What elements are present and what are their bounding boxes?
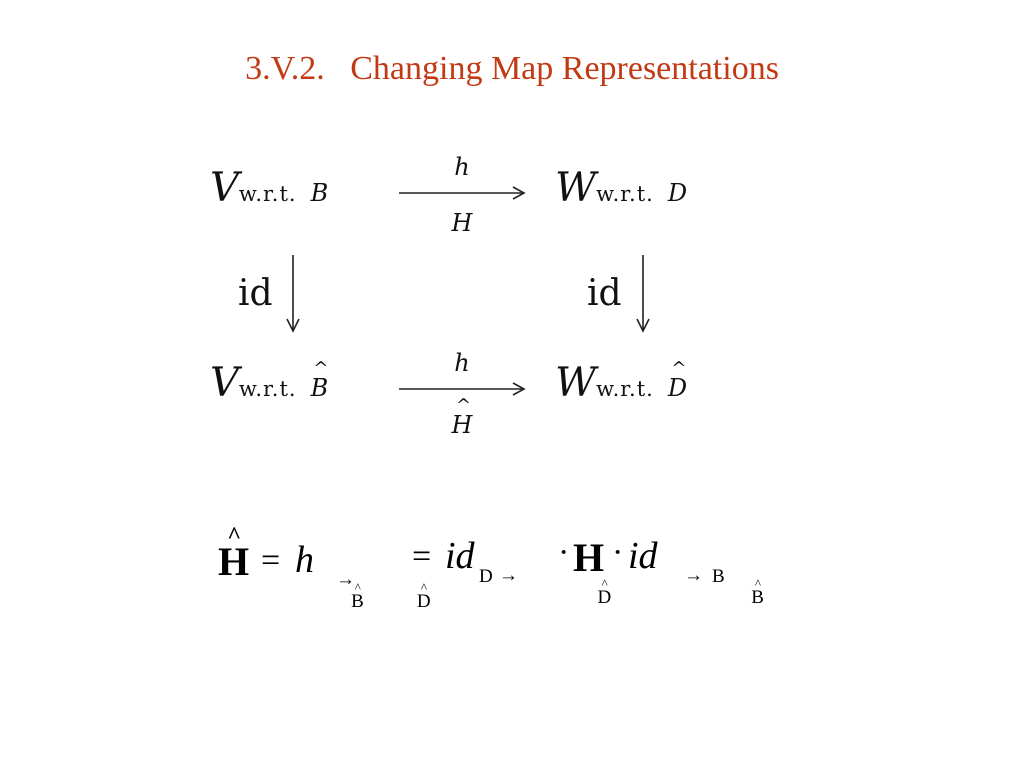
space-v: V [210,165,239,211]
formula-h-hat-matrix: H [218,538,249,585]
top-arrow-map-label: h [454,153,470,181]
right-id-label: id [587,273,622,314]
basis-d-hat: D [668,374,687,402]
basis-b-hat: B [311,374,329,402]
formula-sub-b: B [712,566,725,587]
node-v-wrt-b: Vw.r.t. B [210,165,328,211]
formula-dot-2: · [612,534,624,571]
formula-id-1: id [445,535,475,577]
left-down-arrow [286,255,300,333]
basis-d: D [667,179,688,207]
wrt-label: w.r.t. [596,377,654,401]
top-arrow-matrix-label: H [451,209,473,237]
right-down-arrow [636,255,650,333]
formula-sub-d: D [479,566,493,587]
formula-map-h: h [295,539,314,581]
formula-dot-1: · [558,534,570,571]
change-of-basis-formula: H = h B → D = id D → D · H · id B → B [215,528,775,612]
basis-b: B [310,179,329,207]
formula-sub-b-hat: B [751,587,764,609]
node-w-wrt-d: Ww.r.t. D [555,165,687,211]
wrt-label: w.r.t. [596,182,654,206]
formula-sub-arrow: → [336,569,355,590]
commutative-diagram: Vw.r.t. B h H Ww.r.t. D id id Vw.r.t. B [205,145,745,445]
slide-title: 3.V.2. Changing Map Representations [245,50,779,87]
space-v: V [210,360,239,406]
formula-sub-arrow: → [684,565,703,586]
bottom-arrow-matrix-label: H [447,411,477,439]
top-horizontal-arrow [399,186,526,200]
formula-sub-d-hat: D [417,591,431,613]
formula-equals-1: = [261,542,281,579]
space-w: W [555,360,597,406]
formula-equals-2: = [412,538,432,575]
space-w: W [555,165,597,211]
formula-sub-arrow: → [499,565,518,586]
formula-h-matrix: H [573,535,605,580]
formula-sub-d-hat: D [598,587,612,609]
wrt-label: w.r.t. [238,377,297,401]
formula-id-2: id [628,535,658,577]
node-w-wrt-dhat: Ww.r.t. D [555,360,687,406]
formula-sub-b-hat: B [351,591,364,613]
bottom-arrow-map-label: h [454,349,470,377]
node-v-wrt-bhat: Vw.r.t. B [210,360,328,406]
left-id-label: id [238,273,273,314]
wrt-label: w.r.t. [238,182,297,206]
bottom-horizontal-arrow [399,382,526,396]
